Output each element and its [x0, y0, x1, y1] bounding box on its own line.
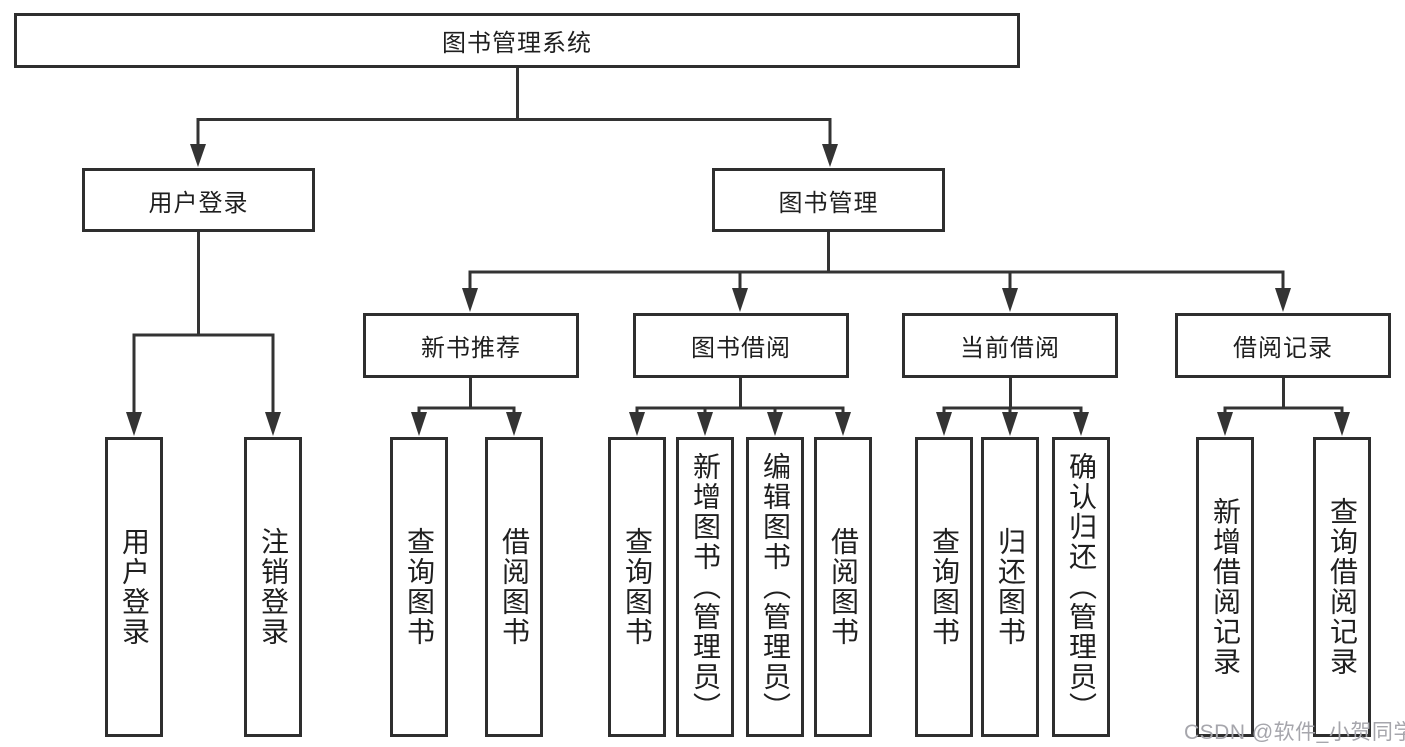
- node-book-management: 图书管理: [712, 168, 945, 232]
- leaf-user-login: 用户登录: [105, 437, 163, 737]
- arrowhead: [190, 144, 206, 167]
- arrowhead: [1275, 288, 1291, 312]
- arrowhead: [265, 412, 281, 436]
- arrowhead: [822, 144, 838, 167]
- arrowhead: [936, 412, 952, 436]
- leaf-label: 查询图书: [622, 527, 653, 647]
- connector-line: [942, 378, 1083, 414]
- node-label: 新书推荐: [421, 335, 521, 362]
- leaf-label: 注销登录: [258, 527, 289, 647]
- arrowhead: [767, 412, 783, 436]
- connector-book-borrow: [629, 378, 851, 436]
- node-label: 借阅记录: [1233, 335, 1333, 362]
- leaf-label: 查询图书: [404, 527, 435, 647]
- connector-line: [635, 378, 845, 414]
- arrowhead: [462, 288, 478, 312]
- leaf-edit-books-admin: 编辑图书（管理员）: [746, 437, 804, 737]
- leaf-borrow-books: 借阅图书: [814, 437, 872, 737]
- arrowhead: [1073, 412, 1089, 436]
- node-root-system: 图书管理系统: [14, 13, 1020, 68]
- leaf-label: 查询图书: [929, 527, 960, 647]
- arrowhead: [411, 412, 427, 436]
- arrowhead: [506, 412, 522, 436]
- leaf-query-books-recommend: 查询图书: [390, 437, 448, 737]
- leaf-confirm-return-admin: 确认归还（管理员）: [1052, 437, 1110, 737]
- arrowhead: [126, 412, 142, 436]
- leaf-query-books-current: 查询图书: [915, 437, 973, 737]
- leaf-logout: 注销登录: [244, 437, 302, 737]
- leaf-label: 借阅图书: [499, 527, 530, 647]
- leaf-add-borrow-record: 新增借阅记录: [1196, 437, 1254, 737]
- connector-line: [468, 232, 1285, 290]
- node-borrow-records: 借阅记录: [1175, 313, 1391, 378]
- connector-line: [1223, 378, 1344, 414]
- node-label: 当前借阅: [960, 335, 1060, 362]
- connector-line: [417, 378, 516, 414]
- connector-line: [196, 68, 832, 146]
- leaf-label: 确认归还（管理员）: [1066, 452, 1097, 722]
- arrowhead: [629, 412, 645, 436]
- connector-borrow-records: [1217, 378, 1350, 436]
- arrowhead: [835, 412, 851, 436]
- arrowhead: [1002, 412, 1018, 436]
- connector-new-book-recommend: [411, 378, 522, 436]
- connector-root: [190, 68, 838, 167]
- leaf-label: 新增借阅记录: [1210, 497, 1241, 677]
- arrowhead: [1002, 288, 1018, 312]
- node-book-borrow: 图书借阅: [633, 313, 849, 378]
- leaf-borrow-books-recommend: 借阅图书: [485, 437, 543, 737]
- connector-user-login: [126, 232, 281, 436]
- arrowhead: [697, 412, 713, 436]
- node-label: 图书管理系统: [442, 30, 592, 57]
- connector-current-borrow: [936, 378, 1089, 436]
- node-user-login: 用户登录: [82, 168, 315, 232]
- arrowhead: [1334, 412, 1350, 436]
- arrowhead: [1217, 412, 1233, 436]
- node-label: 图书管理: [778, 189, 879, 217]
- leaf-label: 新增图书（管理员）: [690, 452, 721, 722]
- csdn-watermark: CSDN @软件_小贺同学: [1184, 721, 1405, 744]
- leaf-add-books-admin: 新增图书（管理员）: [676, 437, 734, 737]
- leaf-label: 编辑图书（管理员）: [760, 452, 791, 722]
- node-new-book-recommend: 新书推荐: [363, 313, 579, 378]
- arrowhead: [732, 288, 748, 312]
- connector-book-management: [462, 232, 1291, 312]
- connector-line: [132, 232, 275, 414]
- leaf-label: 归还图书: [995, 527, 1026, 647]
- node-current-borrow: 当前借阅: [902, 313, 1118, 378]
- leaf-label: 借阅图书: [828, 527, 859, 647]
- leaf-label: 查询借阅记录: [1327, 497, 1358, 677]
- node-label: 用户登录: [148, 189, 249, 217]
- leaf-return-books: 归还图书: [981, 437, 1039, 737]
- node-label: 图书借阅: [691, 335, 791, 362]
- leaf-query-books-borrow: 查询图书: [608, 437, 666, 737]
- leaf-label: 用户登录: [119, 527, 150, 647]
- leaf-query-borrow-record: 查询借阅记录: [1313, 437, 1371, 737]
